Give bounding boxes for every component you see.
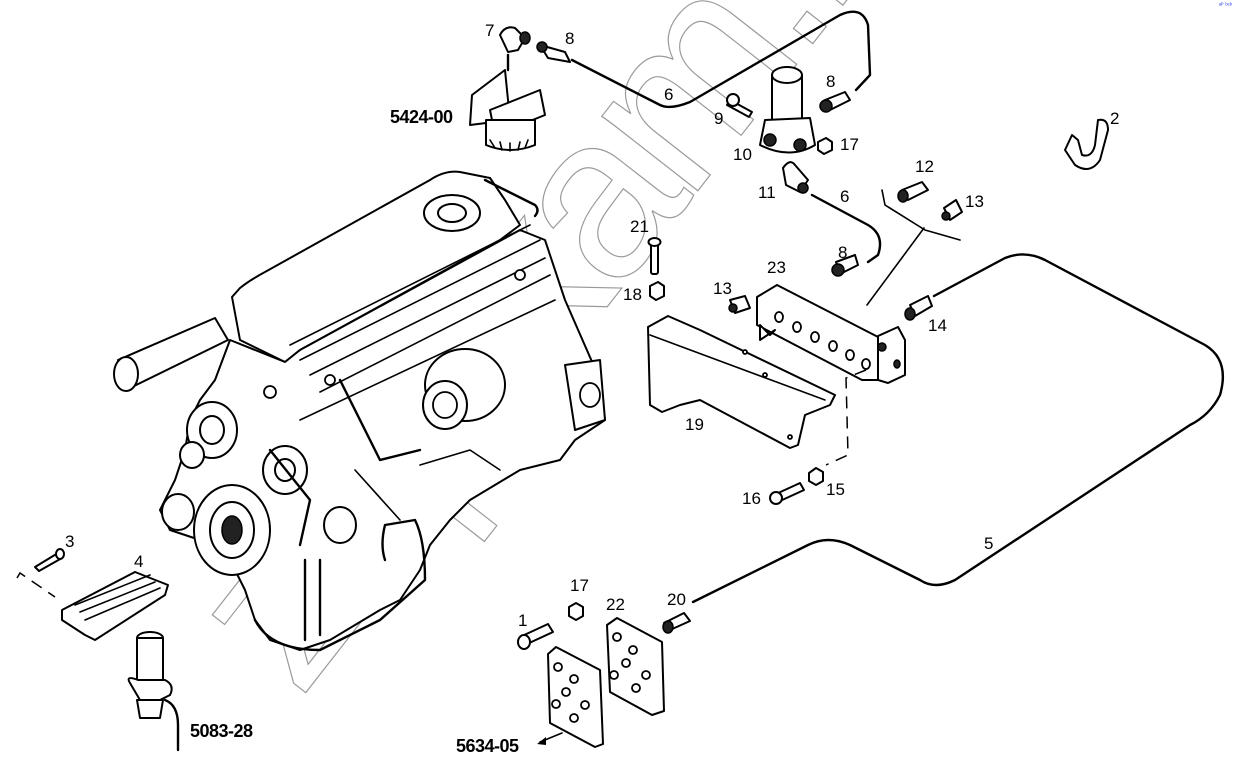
corner-mark: ᵃᴾ ᵇᵉᵇ <box>1218 3 1232 9</box>
fitting-20 <box>662 612 691 634</box>
fitting-8-valve <box>819 91 851 113</box>
callout-1: 1 <box>518 611 528 630</box>
callout-22: 22 <box>606 595 625 614</box>
callout-3: 3 <box>65 532 75 551</box>
bolt-21 <box>647 237 662 275</box>
plate-22 <box>606 617 665 716</box>
bolt-16 <box>769 482 805 505</box>
fitting-8-lower <box>831 254 859 277</box>
callout-12: 12 <box>915 157 934 176</box>
callout-18: 18 <box>623 285 642 304</box>
leader-23 <box>866 227 925 306</box>
manifold-block-23 <box>756 284 906 384</box>
nut-17-lower <box>568 602 584 621</box>
callout-16: 16 <box>742 489 761 508</box>
callout-8: 8 <box>838 243 848 262</box>
engine-assembly <box>113 170 606 652</box>
fitting-13-bracket <box>728 295 751 314</box>
callout-14: 14 <box>928 316 947 335</box>
callout-7: 7 <box>485 21 495 40</box>
nut-15 <box>808 467 824 486</box>
callout-11: 11 <box>758 183 776 202</box>
solenoid-valve-10 <box>759 66 816 154</box>
callout-15: 15 <box>826 480 845 499</box>
group-bracket-12-13 <box>881 189 961 241</box>
cover-4 <box>61 571 169 641</box>
callout-2: 2 <box>1110 109 1120 128</box>
nut-17-top <box>817 137 833 155</box>
callout-23: 23 <box>767 258 786 277</box>
fitting-8-top <box>536 41 571 63</box>
callout-6: 6 <box>664 85 674 104</box>
arrow-head-icon <box>537 737 546 745</box>
callout-19: 19 <box>685 415 704 434</box>
callout-4: 4 <box>134 552 144 571</box>
callout-17: 17 <box>570 576 589 595</box>
callout-21: 21 <box>630 217 649 236</box>
callout-9: 9 <box>714 109 724 128</box>
heater-5083-28 <box>127 631 180 752</box>
callout-13: 13 <box>713 279 732 298</box>
support-bracket-19 <box>647 315 836 449</box>
callout-5: 5 <box>984 534 994 553</box>
elbow-fitting-7 <box>499 26 531 53</box>
callout-13: 13 <box>965 192 984 211</box>
pipe-5 <box>691 253 1225 604</box>
leader-15 <box>825 369 867 466</box>
fuel-filter <box>469 53 546 152</box>
callout-6: 6 <box>840 187 850 206</box>
callout-5083-28: 5083-28 <box>190 721 253 741</box>
callout-5424-00: 5424-00 <box>390 107 453 127</box>
leader-3-4 <box>16 571 56 598</box>
plate-5634-05 <box>547 646 604 748</box>
bolt-9 <box>726 93 753 118</box>
callout-5634-05: 5634-05 <box>456 736 519 756</box>
callout-20: 20 <box>667 590 686 609</box>
clamp-2 <box>1064 118 1109 170</box>
callout-10: 10 <box>733 145 752 164</box>
fitting-14 <box>904 295 933 321</box>
screw-3 <box>34 548 65 572</box>
elbow-11 <box>782 161 809 194</box>
callout-8: 8 <box>826 72 836 91</box>
fitting-12 <box>897 181 929 203</box>
nut-18 <box>649 281 665 301</box>
callout-8: 8 <box>565 29 575 48</box>
pipe-6-lower <box>810 193 882 264</box>
fitting-13-top <box>941 199 963 221</box>
pipe-6 <box>570 10 872 109</box>
callout-17: 17 <box>840 135 859 154</box>
bolt-1 <box>517 623 554 650</box>
